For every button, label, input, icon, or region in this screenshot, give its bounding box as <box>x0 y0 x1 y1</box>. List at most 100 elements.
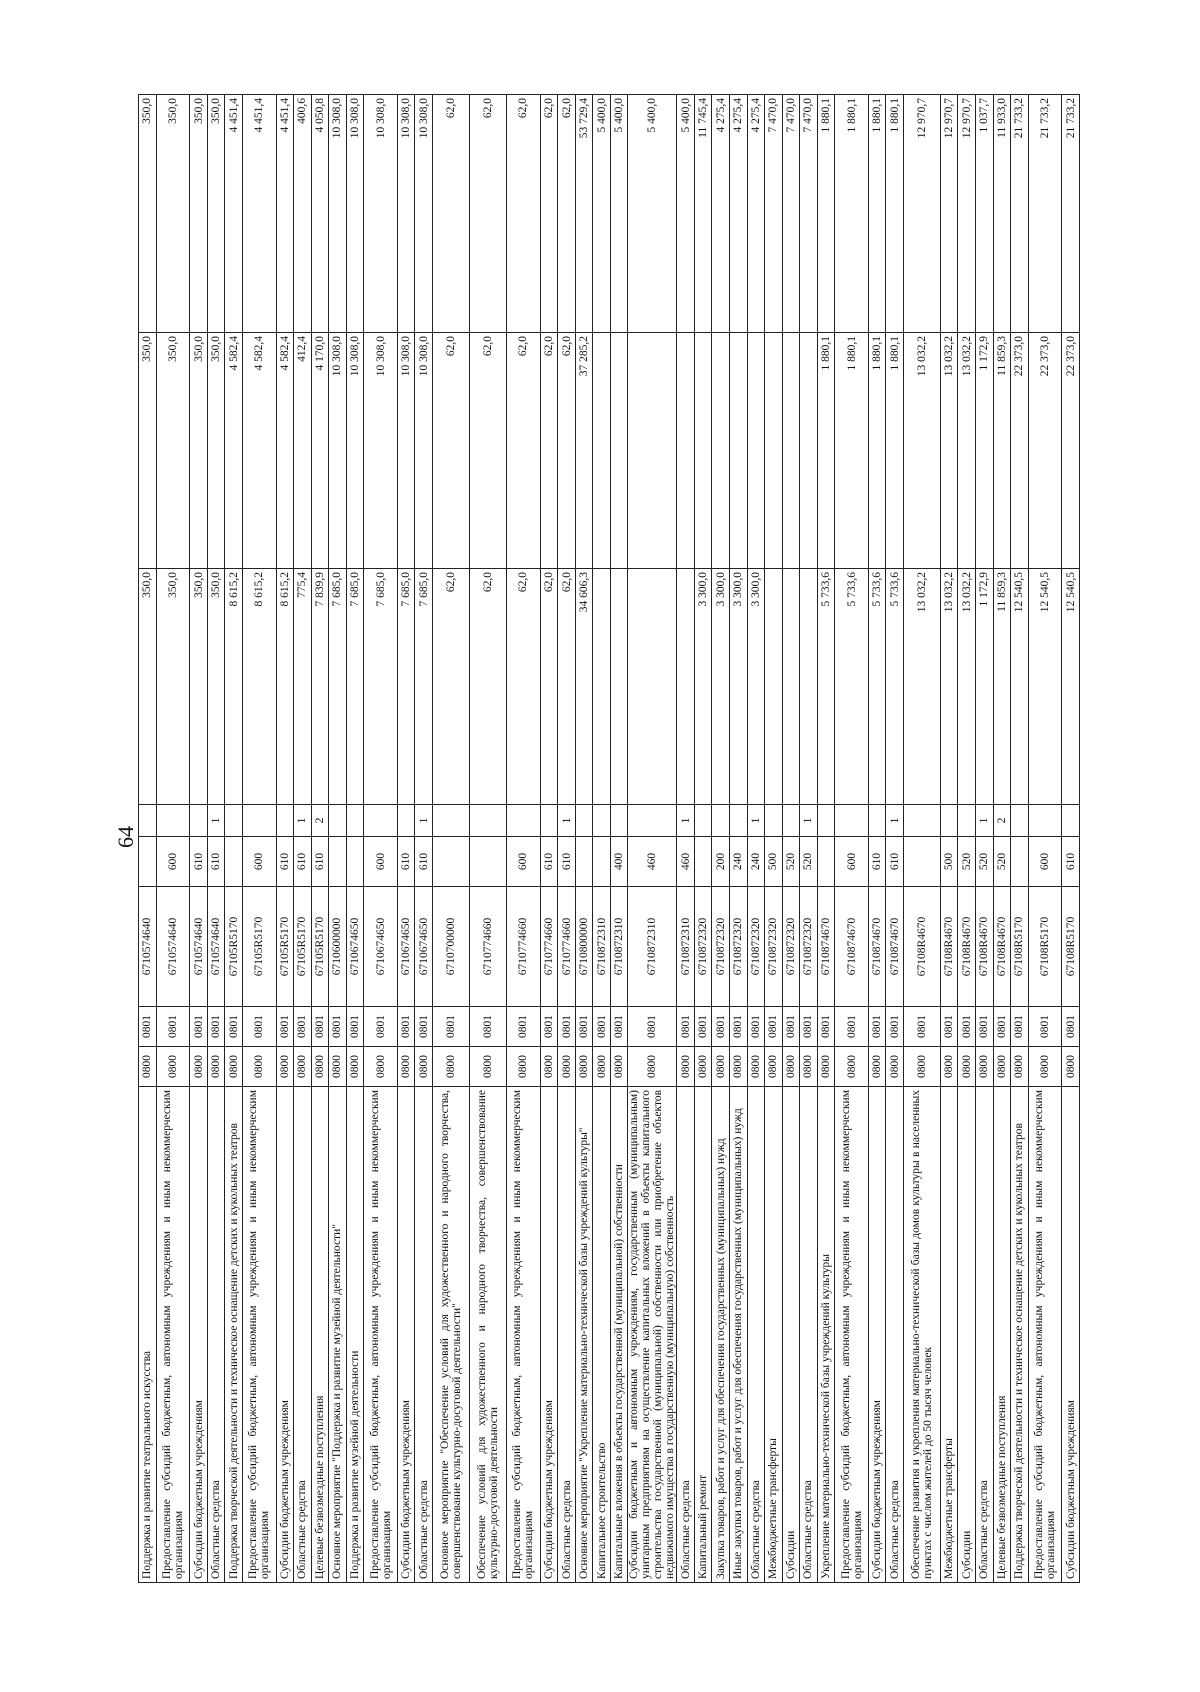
row-subsection: 0801 <box>138 1006 157 1047</box>
row-section: 0800 <box>817 1046 835 1087</box>
row-expense-type: 610 <box>189 836 208 887</box>
row-expense-type: 600 <box>363 836 398 887</box>
row-section: 0800 <box>868 1046 886 1087</box>
row-value-3: 10 308,0 <box>328 94 347 333</box>
row-name: Областные средства <box>747 1086 765 1583</box>
row-value-3: 62,0 <box>432 94 470 333</box>
row-source-code <box>1061 804 1080 837</box>
row-value-2: 62,0 <box>469 332 507 569</box>
table-row: Основное мероприятие "Поддержка и развит… <box>328 94 347 1583</box>
row-name: Капитальные вложения в объекты государст… <box>610 1086 628 1583</box>
row-expense-type: 240 <box>747 836 765 887</box>
row-value-3: 11 933,0 <box>993 94 1011 333</box>
row-value-3: 1 880,1 <box>868 94 886 333</box>
row-subsection: 0801 <box>328 1006 347 1047</box>
row-source-code <box>506 804 541 837</box>
table-row: Основное мероприятие "Обеспечение услови… <box>432 94 470 1583</box>
row-target-code: 67105R5170 <box>293 886 312 1007</box>
row-subsection: 0801 <box>627 1006 677 1047</box>
row-value-2 <box>729 332 747 569</box>
row-value-2 <box>676 332 695 569</box>
row-value-2: 350,0 <box>207 332 225 569</box>
row-value-1: 62,0 <box>506 568 541 805</box>
row-value-3: 5 400,0 <box>592 94 611 333</box>
row-target-code: 6710872320 <box>764 886 783 1007</box>
row-value-2: 1 880,1 <box>868 332 886 569</box>
row-target-code: 6710674650 <box>363 886 398 1007</box>
row-expense-type: 500 <box>764 836 783 887</box>
row-value-3: 350,0 <box>138 94 157 333</box>
table-row: Закупка товаров, работ и услуг для обесп… <box>711 94 730 1583</box>
row-expense-type: 610 <box>311 836 329 887</box>
row-expense-type: 520 <box>975 836 994 887</box>
row-subsection: 0801 <box>817 1006 835 1047</box>
row-name: Закупка товаров, работ и услуг для обесп… <box>711 1086 730 1583</box>
row-value-2: 13 032,2 <box>957 332 976 569</box>
row-value-3: 10 308,0 <box>346 94 364 333</box>
row-section: 0800 <box>506 1046 541 1087</box>
row-value-3: 4 275,4 <box>747 94 765 333</box>
row-source-code: 1 <box>747 804 765 837</box>
row-expense-type: 600 <box>834 836 869 887</box>
row-section: 0800 <box>993 1046 1011 1087</box>
row-value-3: 10 308,0 <box>414 94 433 333</box>
row-section: 0800 <box>328 1046 347 1087</box>
row-section: 0800 <box>242 1046 277 1087</box>
row-source-code <box>592 804 611 837</box>
row-subsection: 0801 <box>432 1006 470 1047</box>
row-name: Предоставление субсидий бюджетным, автон… <box>363 1086 398 1583</box>
row-section: 0800 <box>414 1046 433 1087</box>
row-subsection: 0801 <box>242 1006 277 1047</box>
row-subsection: 0801 <box>1028 1006 1062 1047</box>
row-source-code: 1 <box>799 804 818 837</box>
row-section: 0800 <box>834 1046 869 1087</box>
row-source-code <box>1010 804 1029 837</box>
row-target-code: 67108R5170 <box>1061 886 1080 1007</box>
row-target-code: 6710774660 <box>469 886 507 1007</box>
row-value-3: 4 451,4 <box>242 94 277 333</box>
row-section: 0800 <box>224 1046 243 1087</box>
row-value-1: 350,0 <box>156 568 190 805</box>
row-source-code <box>1028 804 1062 837</box>
row-name: Субсидии бюджетным учреждениям <box>540 1086 558 1583</box>
row-value-1: 62,0 <box>469 568 507 805</box>
row-source-code <box>397 804 415 837</box>
table-row: Укрепление материально-технической базы … <box>817 94 835 1583</box>
row-name: Основное мероприятие "Поддержка и развит… <box>328 1086 347 1583</box>
row-value-1: 11 859,3 <box>993 568 1011 805</box>
row-value-3: 21 733,2 <box>1028 94 1062 333</box>
row-value-1: 7 685,0 <box>414 568 433 805</box>
row-source-code <box>903 804 941 837</box>
row-name: Субсидии бюджетным учреждениям <box>397 1086 415 1583</box>
row-value-2: 1 880,1 <box>834 332 869 569</box>
row-name: Иные закупки товаров, работ и услуг для … <box>729 1086 747 1583</box>
row-value-1: 13 032,2 <box>903 568 941 805</box>
row-value-3: 350,0 <box>189 94 208 333</box>
row-expense-type <box>592 836 611 887</box>
row-value-3: 5 400,0 <box>610 94 628 333</box>
row-value-3: 62,0 <box>469 94 507 333</box>
row-value-2: 62,0 <box>557 332 576 569</box>
row-expense-type: 610 <box>293 836 312 887</box>
row-subsection: 0801 <box>1010 1006 1029 1047</box>
table-row: Обеспечение условий для художественного … <box>469 94 507 1583</box>
row-name: Областные средства <box>557 1086 576 1583</box>
row-value-1: 12 540,5 <box>1028 568 1062 805</box>
row-name: Предоставление субсидий бюджетным, автон… <box>506 1086 541 1583</box>
row-target-code: 6710872320 <box>694 886 712 1007</box>
row-name: Субсидии бюджетным и автономным учрежден… <box>627 1086 677 1583</box>
table-row: Предоставление субсидий бюджетным, автон… <box>834 94 869 1583</box>
row-target-code: 6710574640 <box>138 886 157 1007</box>
row-source-code: 1 <box>975 804 994 837</box>
row-section: 0800 <box>627 1046 677 1087</box>
row-name: Межбюджетные трансферты <box>940 1086 958 1583</box>
row-value-2: 62,0 <box>432 332 470 569</box>
row-value-3: 62,0 <box>506 94 541 333</box>
row-subsection: 0801 <box>189 1006 208 1047</box>
row-target-code: 6710574640 <box>189 886 208 1007</box>
